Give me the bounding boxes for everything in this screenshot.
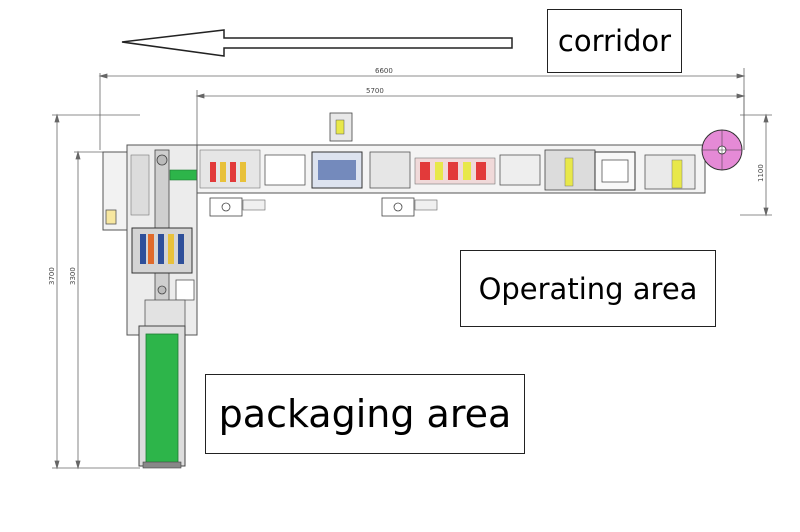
dimension-overall-height <box>52 113 140 470</box>
main-production-line <box>196 112 706 194</box>
transfer-conveyor <box>169 169 201 181</box>
dimension-branch-height-label: 3300 <box>69 267 77 285</box>
dimension-line-width <box>740 113 772 217</box>
material-reel-icon <box>701 129 743 171</box>
dimension-line-width-label: 1100 <box>757 164 765 182</box>
operating-area-label: Operating area <box>460 250 716 327</box>
dimension-machine-length <box>195 90 746 150</box>
corridor-label: corridor <box>547 9 682 73</box>
dimension-overall-length-label: 6600 <box>375 67 393 75</box>
packaging-area-label: packaging area <box>205 374 525 454</box>
control-panel-right <box>381 197 438 217</box>
control-panel-left <box>209 197 266 217</box>
left-arrow-icon <box>121 29 513 57</box>
dimension-overall-height-label: 3700 <box>48 267 56 285</box>
dimension-machine-length-label: 5700 <box>366 87 384 95</box>
packaging-conveyor <box>138 325 186 469</box>
